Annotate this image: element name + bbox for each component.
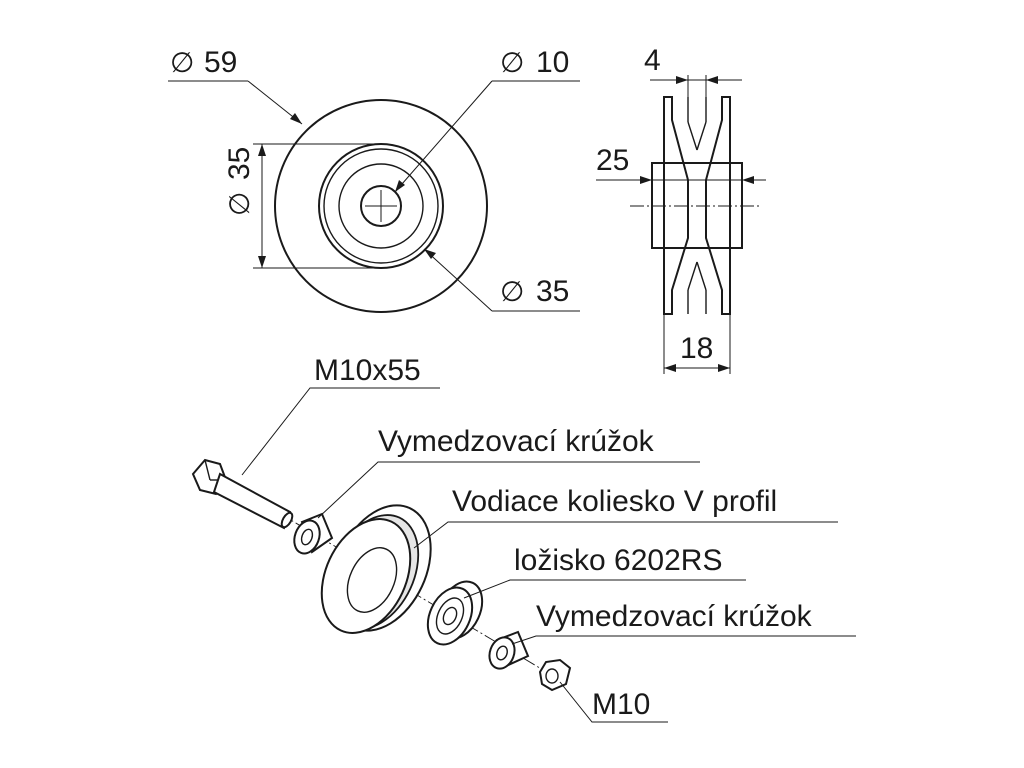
spacer-1: [293, 512, 334, 555]
arrow-bore: [395, 180, 405, 192]
spacer-2-front: [488, 636, 516, 670]
wheel-hub: [346, 547, 398, 613]
dim-groove-width: 4: [644, 44, 661, 77]
leader-spacer-2: [511, 635, 856, 645]
arrow-outer: [290, 113, 302, 124]
side-groove-vee-l: [687, 121, 698, 151]
leader-spacer-1: [317, 461, 700, 519]
arrow-bearing: [424, 249, 436, 259]
exploded-bearing: [426, 580, 484, 646]
nut-hole: [545, 668, 559, 684]
bolt-head-edge: [204, 459, 211, 481]
bore-circle: [360, 185, 402, 227]
label-spacer-2: Vymedzovací krúžok: [536, 600, 813, 633]
side-wheel-profile-right: [705, 96, 731, 315]
side-hub: [651, 162, 743, 249]
label-wheel: Vodiace koliesko V profil: [452, 485, 777, 518]
side-groove-vee-rb: [696, 261, 707, 291]
arrow-hub-side-l: [640, 176, 652, 184]
nut-body: [538, 658, 572, 692]
dim-hub-diameter-symbol: ∅: [223, 192, 256, 216]
front-view: ∅ 59 ∅ 10 ∅ 35 ∅ 35: [168, 46, 580, 313]
spacer-2-hole: [496, 645, 508, 661]
dim-hub-diameter-value: 35: [223, 147, 256, 180]
dim-bearing-diameter-value: 35: [536, 275, 569, 308]
hub-outer-circle: [318, 143, 444, 269]
label-bolt: M10x55: [314, 354, 421, 387]
dim-total-width: 18: [680, 332, 713, 365]
label-nut: M10: [592, 688, 650, 721]
exploded-wheel: [320, 504, 432, 634]
hub-inner-circle: [323, 148, 439, 264]
leader-bearing-arrow: [423, 248, 493, 312]
wheel-outer-circle: [274, 99, 488, 313]
dim-outer-diameter-symbol: ∅: [170, 46, 194, 79]
bearing-inner: [435, 597, 465, 635]
side-groove-vee-r: [696, 121, 707, 151]
side-view: 4 25 18: [596, 44, 766, 374]
arrow-hub-bottom: [258, 256, 266, 268]
bolt: [191, 458, 294, 530]
leader-nut: [559, 681, 668, 723]
spacer-1-hole: [300, 528, 314, 546]
label-spacer-1: Vymedzovací krúžok: [378, 425, 655, 458]
arrow-groove-l: [676, 76, 688, 84]
bearing-circle: [338, 163, 424, 249]
leader-bolt: [241, 387, 440, 476]
leader-bearing-part: [463, 579, 746, 599]
exploded-view: M10x55 Vymedzovací krúžok Vodiace kolies…: [191, 354, 856, 723]
dim-hub-height: 25: [596, 144, 629, 177]
bolt-shank: [212, 472, 292, 530]
dim-bearing-diameter-symbol: ∅: [500, 275, 524, 308]
spacer-2: [488, 630, 530, 670]
dim-bore-diameter-symbol: ∅: [500, 46, 524, 79]
side-wheel-profile: [663, 96, 689, 315]
arrow-total-l: [664, 364, 676, 372]
leader-bore-arrow: [394, 80, 493, 193]
arrow-total-r: [718, 364, 730, 372]
spacer-1-front: [293, 519, 321, 555]
dim-outer-diameter-value: 59: [204, 46, 237, 79]
arrow-hub-side-r: [742, 176, 754, 184]
label-bearing: ložisko 6202RS: [514, 544, 722, 577]
bolt-tip: [280, 511, 294, 529]
wheel-front-rim: [320, 518, 412, 634]
side-groove-vee-lb: [687, 261, 698, 291]
exploded-nut: [538, 658, 572, 692]
arrow-hub-top: [258, 144, 266, 156]
dim-bore-diameter-value: 10: [536, 46, 569, 79]
leader-wheel: [413, 521, 838, 549]
arrow-groove-r: [706, 76, 718, 84]
bearing-bore: [442, 606, 458, 626]
